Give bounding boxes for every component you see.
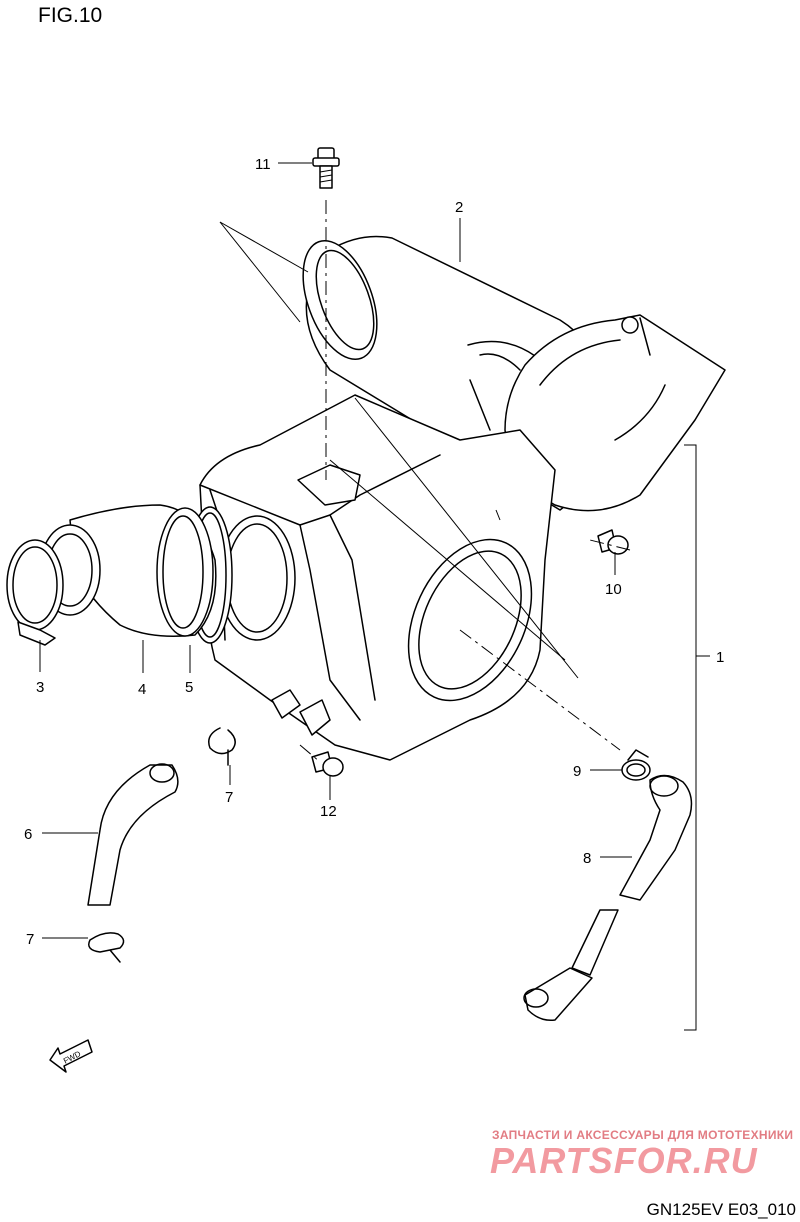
- fwd-arrow-icon: FWD: [49, 1039, 93, 1073]
- callout-1: 1: [716, 649, 724, 666]
- callout-2: 2: [455, 199, 463, 216]
- callout-11: 11: [255, 156, 271, 173]
- clip-part-7-lower: [88, 932, 125, 963]
- callout-3: 3: [36, 679, 44, 696]
- callout-10: 10: [605, 581, 622, 598]
- screw-part-12: [311, 751, 344, 777]
- callout-6: 6: [24, 826, 32, 843]
- callout-7-upper: 7: [225, 789, 233, 806]
- callout-7-lower: 7: [26, 931, 34, 948]
- intake-boot-part-4: [39, 504, 217, 637]
- callout-9: 9: [573, 763, 581, 780]
- callout-numbers: 1 2 3 4 5 6 7 7 8 9 10 11 12: [24, 156, 724, 948]
- figure-code: GN125EV E03_010: [646, 1200, 796, 1219]
- drain-hose-part-8: [523, 774, 693, 1022]
- watermark-logo: PARTSFOR.RU: [490, 1140, 758, 1181]
- figure-title: FIG.10: [38, 4, 103, 27]
- air-cleaner-case: [199, 394, 556, 761]
- callout-4: 4: [138, 681, 146, 698]
- watermark-tagline: ЗАПЧАСТИ И АКСЕССУАРЫ ДЛЯ МОТОТЕХНИКИ: [492, 1128, 794, 1142]
- callout-12: 12: [320, 803, 337, 820]
- leader-lines: [39, 162, 710, 1031]
- screw-part-10: [597, 529, 629, 555]
- callout-5: 5: [185, 679, 193, 696]
- bolt-part-11: [312, 147, 340, 189]
- assembly-dash-lines: [299, 200, 631, 763]
- clip-part-7-upper: [208, 727, 236, 766]
- clamp-part-3: [6, 539, 64, 646]
- callout-8: 8: [583, 850, 591, 867]
- clip-part-9: [621, 749, 651, 781]
- hose-part-6: [87, 763, 179, 906]
